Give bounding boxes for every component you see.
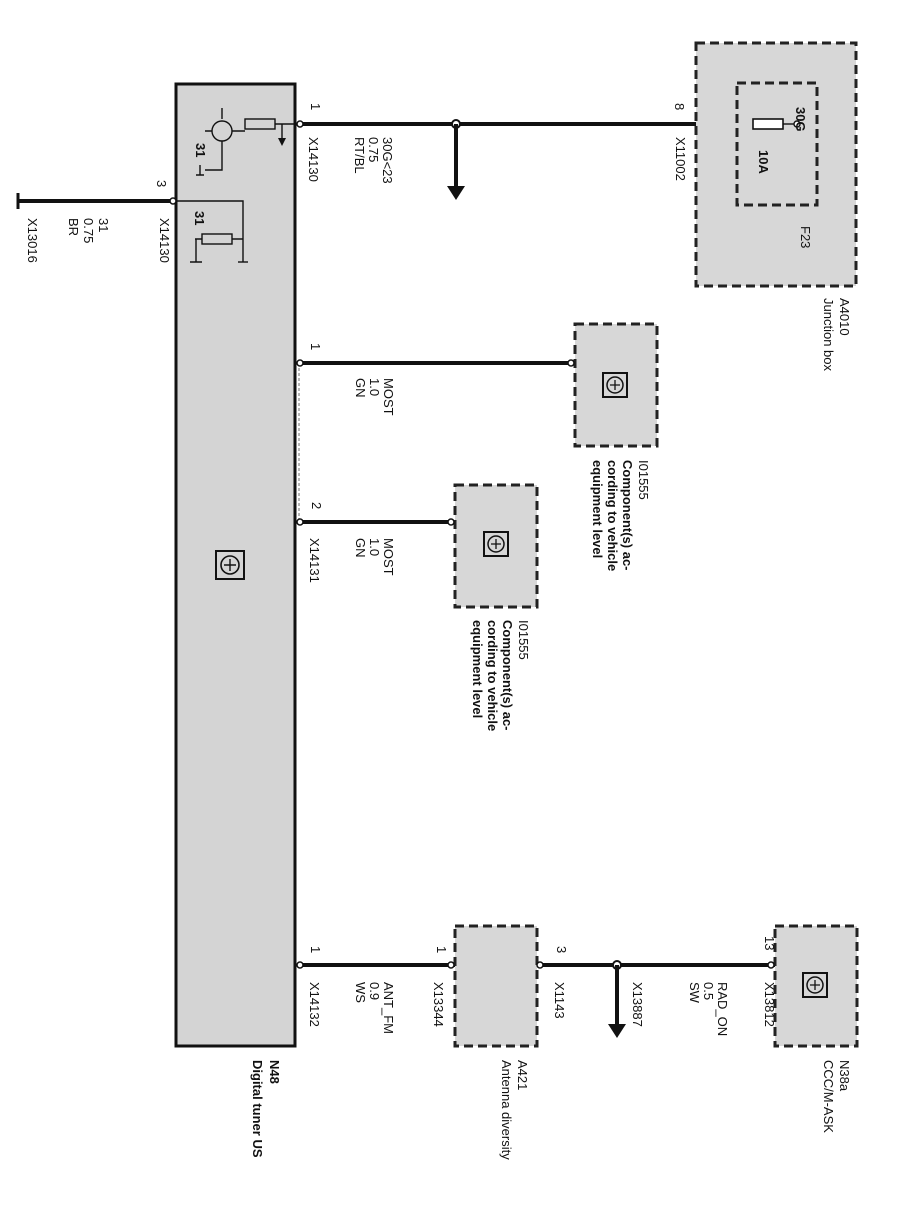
ccc-pin: 13 [762, 936, 777, 950]
most2-connector: X14131 [307, 538, 322, 583]
most1-pin: 1 [308, 343, 323, 350]
ground-pin: 3 [154, 180, 169, 187]
module-code: N48 [267, 1060, 282, 1084]
antenna-amp-out-connector: X1143 [552, 982, 567, 1019]
fuse-rating: 10A [756, 150, 771, 174]
most1-comp-line3: equipment level [590, 460, 605, 558]
most2-comp-line2: cording to vehicle [485, 620, 500, 731]
ccc-name: CCC/M-ASK [821, 1060, 836, 1133]
power-signal: 30G<23 [380, 137, 395, 184]
most2-color: GN [353, 538, 368, 558]
most1-signal: MOST [381, 378, 396, 416]
ground-wire-id: 31 [96, 218, 111, 232]
most1-color: GN [353, 378, 368, 398]
most1-component-icon [602, 372, 628, 398]
antenna-amp-name: Antenna diversity [499, 1060, 514, 1160]
most2-component-icon [483, 531, 509, 557]
antenna-diversity-box [453, 924, 539, 1048]
most2-signal: MOST [381, 538, 396, 576]
rad-on-color: SW [687, 982, 702, 1004]
antenna-amp-out-pin: 3 [554, 946, 569, 953]
ground-internal-label: 31 [192, 211, 207, 225]
junction-box-name: Junction box [821, 298, 836, 371]
module-name: Digital tuner US [250, 1060, 265, 1158]
fuse-icon [752, 118, 784, 130]
fuse-box [735, 81, 819, 207]
ccc-connector: X13812 [762, 982, 777, 1027]
ground-end-connector: X13016 [25, 218, 40, 263]
junction-box-code: A4010 [837, 298, 852, 336]
module-symbol-icon [215, 550, 245, 580]
most2-comp-code: I01555 [516, 620, 531, 660]
antenna-amp-pin: 1 [434, 946, 449, 953]
ground-wire-color: BR [66, 218, 81, 236]
ground-connector: X14130 [157, 218, 172, 263]
rad-on-branch-arrow [608, 1024, 626, 1038]
rad-on-signal: RAD_ON [715, 982, 730, 1036]
power-size: 0.75 [366, 137, 381, 162]
internal-transistor [196, 108, 296, 176]
most2-comp-line1: Component(s) ac- [500, 620, 515, 731]
power-pin: 1 [308, 103, 323, 110]
antenna-signal: ANT_FM [381, 982, 396, 1034]
internal-ground-resistor [176, 200, 248, 263]
antenna-size: 0.9 [367, 982, 382, 1000]
most1-comp-line1: Component(s) ac- [620, 460, 635, 571]
ground-wire-size: 0.75 [81, 218, 96, 243]
antenna-amp-code: A421 [515, 1060, 530, 1090]
most1-comp-line2: cording to vehicle [605, 460, 620, 571]
antenna-pin: 1 [308, 946, 323, 953]
power-junction-pin: 8 [672, 103, 687, 110]
antenna-amp-connector: X13344 [431, 982, 446, 1027]
rad-on-size: 0.5 [701, 982, 716, 1000]
fuse-terminal: 30G [793, 107, 808, 132]
splice-connector: X13887 [630, 982, 645, 1027]
power-connector: X14130 [306, 137, 321, 182]
most1-comp-code: I01555 [636, 460, 651, 500]
connector-terminals [169, 120, 775, 969]
most2-comp-line3: equipment level [470, 620, 485, 718]
most2-size: 1.0 [367, 538, 382, 556]
power-branch-arrow [447, 186, 465, 200]
most2-pin: 2 [309, 502, 324, 509]
antenna-color: WS [353, 982, 368, 1003]
most1-size: 1.0 [367, 378, 382, 396]
power-internal-label: 31 [193, 143, 208, 157]
power-junction-connector: X11002 [673, 137, 688, 181]
antenna-connector: X14132 [307, 982, 322, 1027]
power-color: RT/BL [352, 137, 367, 174]
ccc-code: N38a [837, 1060, 852, 1092]
fuse-code: F23 [798, 226, 813, 248]
ccc-module-icon [802, 972, 828, 998]
